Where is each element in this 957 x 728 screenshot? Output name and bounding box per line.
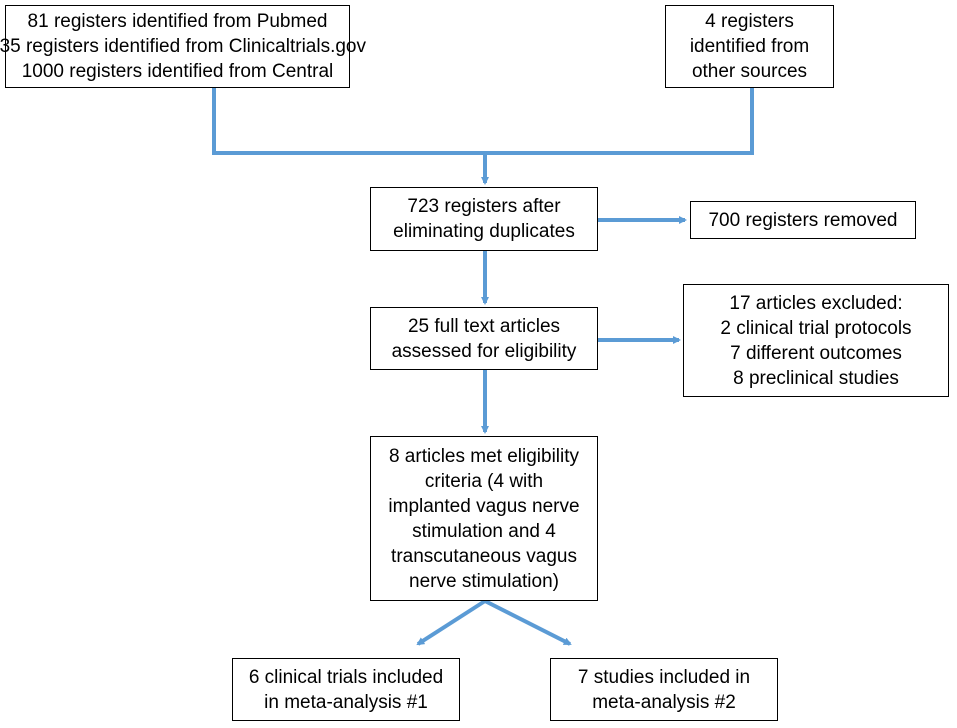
box-line: 17 articles excluded: bbox=[729, 292, 903, 314]
box-database-sources: 81 registers identified from Pubmed 235 … bbox=[0, 5, 366, 88]
box-line: meta-analysis #2 bbox=[592, 691, 736, 713]
box-line: implanted vagus nerve bbox=[388, 495, 580, 517]
box-line: other sources bbox=[691, 61, 808, 82]
box-line: 4 registers bbox=[705, 11, 794, 32]
box-met-eligibility: 8 articles met eligibility criteria (4 w… bbox=[370, 436, 598, 601]
box-line: 723 registers after bbox=[407, 196, 561, 217]
arrow-to-studies bbox=[484, 599, 572, 646]
box-line: 700 registers removed bbox=[708, 209, 898, 231]
box-line: 7 studies included in bbox=[577, 666, 751, 688]
box-line: nerve stimulation) bbox=[409, 570, 559, 592]
box-line: in meta-analysis #1 bbox=[264, 691, 428, 713]
box-line: criteria (4 with bbox=[424, 470, 544, 492]
box-full-text-assessed: 25 full text articles assessed for eligi… bbox=[370, 307, 598, 370]
box-line: 7 different outcomes bbox=[730, 342, 902, 364]
box-line: eliminating duplicates bbox=[393, 221, 575, 242]
box-line: identified from bbox=[689, 36, 810, 57]
box-articles-excluded: 17 articles excluded: 2 clinical trial p… bbox=[683, 284, 949, 397]
box-line: 1000 registers identified from Central bbox=[21, 61, 334, 82]
box-line: transcutaneous vagus bbox=[391, 545, 577, 567]
box-after-duplicates: 723 registers after eliminating duplicat… bbox=[370, 187, 598, 251]
box-line: 2 clinical trial protocols bbox=[720, 317, 912, 339]
arrow-to-trials bbox=[416, 599, 487, 646]
box-meta-analysis-2: 7 studies included in meta-analysis #2 bbox=[550, 658, 778, 721]
box-other-sources: 4 registers identified from other source… bbox=[665, 5, 834, 88]
box-line: assessed for eligibility bbox=[391, 340, 577, 362]
box-line: 235 registers identified from Clinicaltr… bbox=[0, 36, 366, 57]
box-meta-analysis-1: 6 clinical trials included in meta-analy… bbox=[232, 658, 460, 721]
box-line: 8 preclinical studies bbox=[733, 367, 899, 389]
box-line: 25 full text articles bbox=[407, 315, 561, 337]
box-line: stimulation and 4 bbox=[412, 520, 556, 542]
box-line: 8 articles met eligibility bbox=[388, 445, 580, 467]
box-registers-removed: 700 registers removed bbox=[690, 201, 916, 239]
box-line: 81 registers identified from Pubmed bbox=[27, 11, 328, 32]
box-line: 6 clinical trials included bbox=[248, 666, 444, 688]
